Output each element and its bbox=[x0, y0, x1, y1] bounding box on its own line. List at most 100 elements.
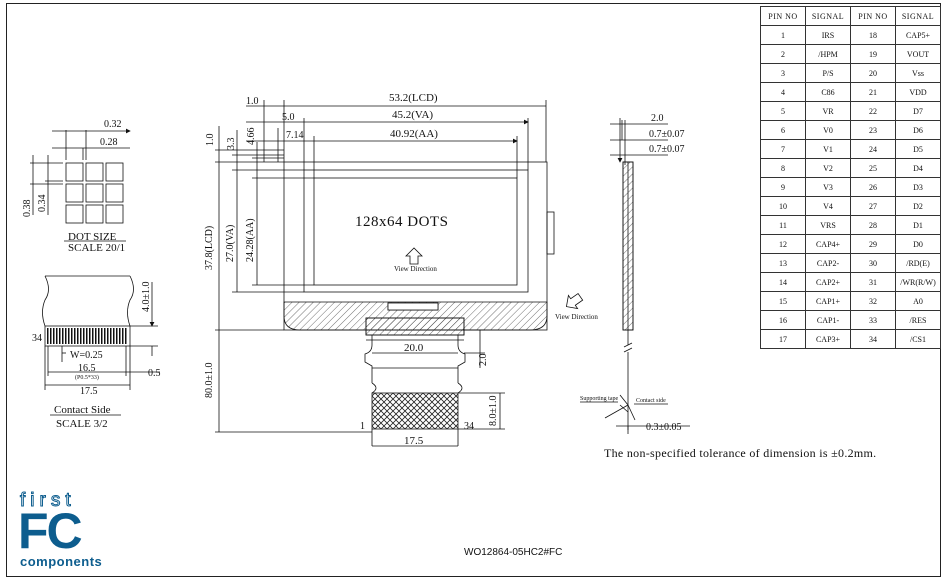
dot-pitch-width: 0.32 bbox=[104, 119, 122, 130]
signal-cell: D6 bbox=[895, 120, 941, 140]
dot-size-scale: SCALE 20/1 bbox=[68, 242, 125, 254]
signal-header: SIGNAL bbox=[805, 6, 851, 26]
pin-number-cell: 34 bbox=[850, 329, 896, 349]
left-offset-3: 7.14 bbox=[286, 130, 304, 141]
pin-number-cell: 13 bbox=[760, 253, 806, 273]
signal-cell: CAP4+ bbox=[805, 234, 851, 254]
signal-cell: D4 bbox=[895, 158, 941, 178]
pin-number-cell: 1 bbox=[760, 25, 806, 45]
pin-number-cell: 4 bbox=[760, 82, 806, 102]
signal-cell: D3 bbox=[895, 177, 941, 197]
signal-cell: CAP1- bbox=[805, 310, 851, 330]
pin-number-cell: 12 bbox=[760, 234, 806, 254]
signal-cell: Vss bbox=[895, 63, 941, 83]
pin-number-cell: 16 bbox=[760, 310, 806, 330]
logo-components-text: components bbox=[20, 554, 103, 569]
viewing-area bbox=[303, 169, 529, 293]
pin-number-cell: 24 bbox=[850, 139, 896, 159]
signal-cell: /RD(E) bbox=[895, 253, 941, 273]
view-direction-label: View Direction bbox=[394, 265, 437, 273]
signal-cell: VOUT bbox=[895, 44, 941, 64]
lcd-width-dim: 53.2(LCD) bbox=[389, 92, 438, 104]
pin-number-cell: 3 bbox=[760, 63, 806, 83]
fpc-contact-area bbox=[371, 392, 459, 430]
signal-cell: D1 bbox=[895, 215, 941, 235]
pin-number-cell: 20 bbox=[850, 63, 896, 83]
pin-number-cell: 21 bbox=[850, 82, 896, 102]
pin-number-cell: 6 bbox=[760, 120, 806, 140]
side-dim-2: 0.7±0.07 bbox=[649, 129, 685, 140]
pin-number-cell: 27 bbox=[850, 196, 896, 216]
signal-cell: /WR(R/W) bbox=[895, 272, 941, 292]
pin-number-cell: 28 bbox=[850, 215, 896, 235]
signal-cell: D2 bbox=[895, 196, 941, 216]
left-offset-1: 1.0 bbox=[246, 96, 259, 107]
contact-pitch-total: 16.5 bbox=[78, 363, 96, 374]
contact-width-front: 17.5 bbox=[404, 435, 424, 447]
pin-number-cell: 31 bbox=[850, 272, 896, 292]
signal-cell: V0 bbox=[805, 120, 851, 140]
contact-height-dim: 4.0±1.0 bbox=[141, 282, 152, 313]
top-offset-1: 1.0 bbox=[205, 134, 216, 147]
fpc-width-dim: 20.0 bbox=[404, 342, 424, 354]
contact-height-front: 8.0±1.0 bbox=[488, 396, 499, 427]
drawing-frame bbox=[6, 3, 941, 577]
tolerance-note: The non-specified tolerance of dimension… bbox=[604, 446, 877, 460]
left-offset-2: 5.0 bbox=[282, 112, 295, 123]
dot-height: 0.34 bbox=[37, 195, 48, 213]
signal-cell: P/S bbox=[805, 63, 851, 83]
signal-cell: CAP5+ bbox=[895, 25, 941, 45]
signal-cell: /RES bbox=[895, 310, 941, 330]
fpc-hatch bbox=[365, 317, 465, 336]
dot-size-detail bbox=[30, 128, 131, 224]
model-number: WO12864-05HC2#FC bbox=[464, 547, 563, 558]
pin-number-cell: 8 bbox=[760, 158, 806, 178]
front-view bbox=[215, 100, 555, 447]
signal-cell: V3 bbox=[805, 177, 851, 197]
signal-cell: V4 bbox=[805, 196, 851, 216]
pin-number-cell: 30 bbox=[850, 253, 896, 273]
pin-no-header: PIN NO bbox=[850, 6, 896, 26]
signal-cell: D0 bbox=[895, 234, 941, 254]
signal-cell: VDD bbox=[895, 82, 941, 102]
signal-cell: IRS bbox=[805, 25, 851, 45]
view-direction-arrow-icon bbox=[405, 247, 423, 265]
fpc-gap-dim: 2.0 bbox=[478, 354, 489, 367]
signal-cell: D5 bbox=[895, 139, 941, 159]
side-view-direction-label: View Direction bbox=[555, 313, 598, 321]
pin-number-cell: 22 bbox=[850, 101, 896, 121]
pin-number-cell: 5 bbox=[760, 101, 806, 121]
pin-table-header: PIN NO SIGNAL PIN NO SIGNAL bbox=[760, 6, 941, 26]
contact-pitch-note: (P0.5*33) bbox=[75, 374, 99, 381]
fpc-length-dim: 80.0±1.0 bbox=[204, 363, 215, 399]
dot-size-title: DOT SIZE bbox=[68, 231, 117, 243]
dot-grid bbox=[65, 162, 124, 224]
contact-side-title: Contact Side bbox=[54, 404, 111, 416]
fpc-pin-34: 34 bbox=[464, 421, 474, 432]
signal-header: SIGNAL bbox=[895, 6, 941, 26]
first-fc-logo: first FC components bbox=[18, 491, 128, 572]
dot-width: 0.28 bbox=[100, 137, 118, 148]
aa-height-dim: 24.28(AA) bbox=[245, 218, 256, 262]
signal-cell: VRS bbox=[805, 215, 851, 235]
pin-no-header: PIN NO bbox=[760, 6, 806, 26]
contact-side-scale: SCALE 3/2 bbox=[56, 418, 108, 430]
fpc-thickness-dim: 0.3±0.05 bbox=[646, 422, 682, 433]
pin-number-cell: 18 bbox=[850, 25, 896, 45]
signal-cell: CAP2+ bbox=[805, 272, 851, 292]
pin-number-cell: 11 bbox=[760, 215, 806, 235]
ledge-mark bbox=[387, 302, 439, 311]
top-offset-3: 4.66 bbox=[246, 128, 257, 146]
fpc-pin-1: 1 bbox=[360, 421, 365, 432]
